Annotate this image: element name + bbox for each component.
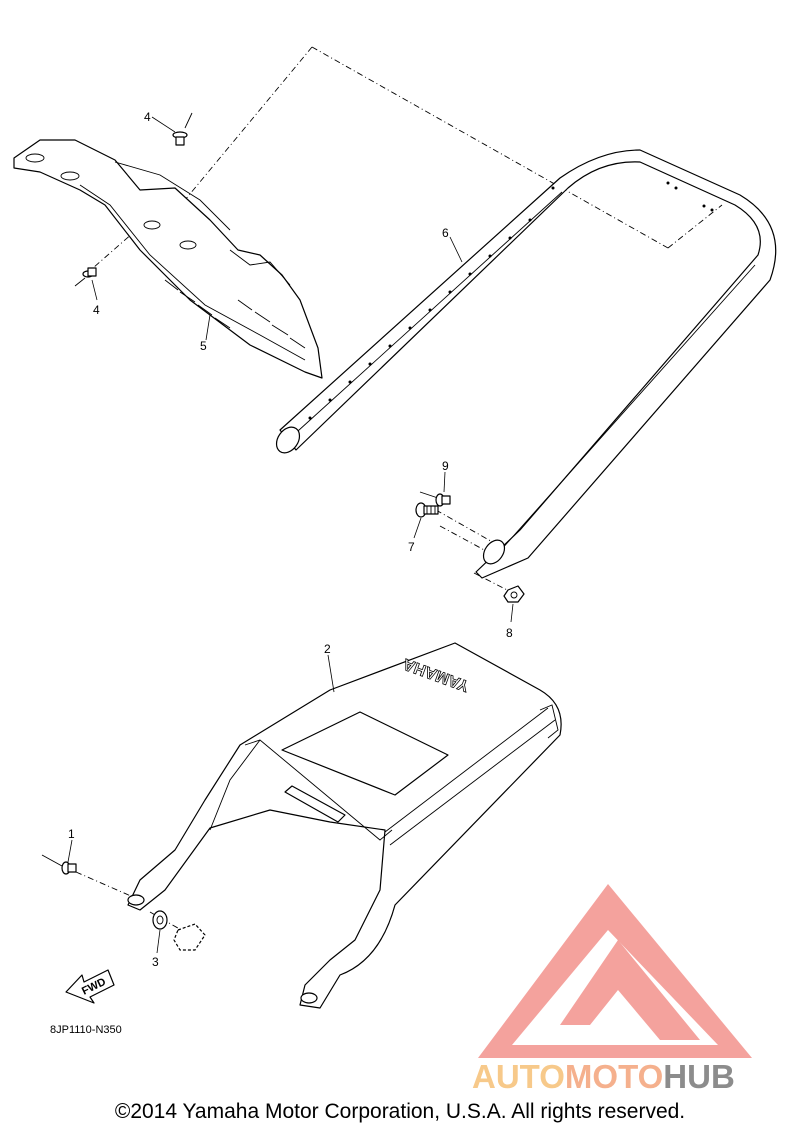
watermark-logo: AUTOMOTOHUB — [472, 884, 752, 1095]
leader-lines — [67, 116, 514, 954]
grommet-3[interactable] — [152, 910, 206, 951]
svg-text:AUTOMOTOHUB: AUTOMOTOHUB — [472, 1058, 735, 1095]
watermark-triangle-icon — [478, 884, 752, 1058]
callout-3: 3 — [152, 955, 159, 969]
grab-bar[interactable] — [272, 149, 777, 579]
callout-5: 5 — [200, 339, 207, 353]
rivet-1[interactable] — [41, 854, 77, 875]
callout-8: 8 — [506, 626, 513, 640]
nut-8[interactable] — [503, 585, 525, 603]
rear-flap[interactable] — [13, 139, 323, 379]
rivet-9[interactable] — [419, 491, 451, 507]
callout-4-left: 4 — [93, 303, 100, 317]
seat[interactable]: YAMAHA — [127, 642, 562, 1009]
bolt-7[interactable] — [415, 502, 439, 518]
callout-4-top: 4 — [144, 110, 151, 124]
watermark-moto: MOTO — [565, 1058, 663, 1095]
callout-numbers: 1 2 3 4 4 5 6 7 8 9 — [68, 110, 513, 969]
watermark-hub: HUB — [663, 1058, 735, 1095]
callout-7: 7 — [408, 540, 415, 554]
fwd-arrow-icon: FWD — [65, 969, 115, 1004]
callout-9: 9 — [442, 459, 449, 473]
copyright-text: ©2014 Yamaha Motor Corporation, U.S.A. A… — [114, 1100, 686, 1123]
reference-lines — [75, 46, 723, 936]
callout-6: 6 — [442, 226, 449, 240]
callout-2: 2 — [324, 642, 331, 656]
rivet-left[interactable] — [74, 267, 97, 287]
watermark-auto: AUTO — [472, 1058, 565, 1095]
rivet-top[interactable] — [172, 112, 193, 146]
diagram-code: 8JP1110-N350 — [50, 1024, 122, 1036]
callout-1: 1 — [68, 827, 75, 841]
